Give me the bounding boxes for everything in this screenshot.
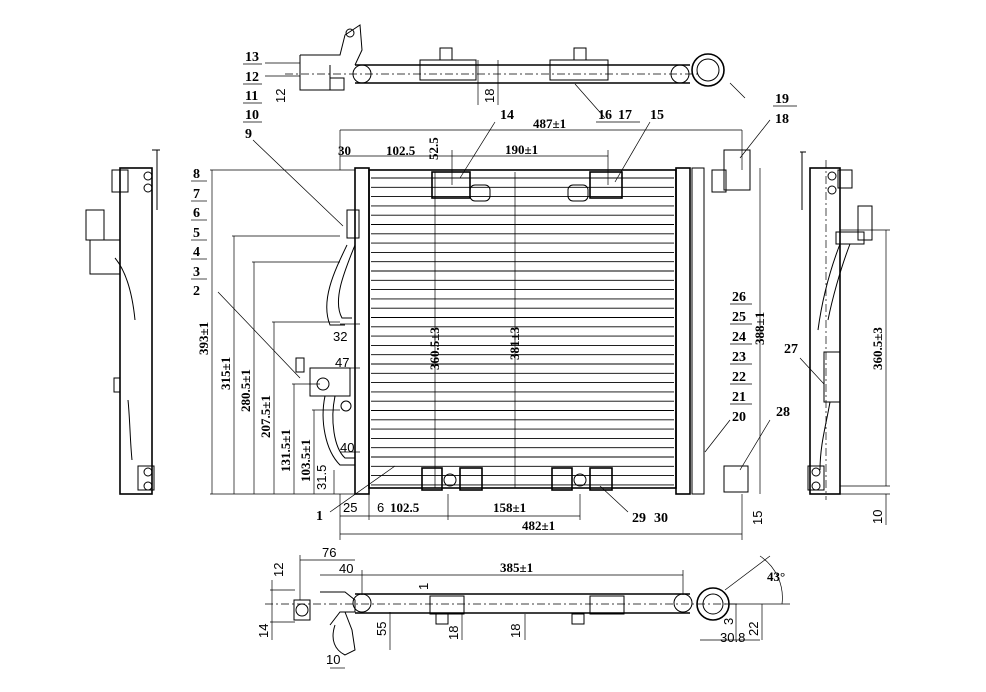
bottom-dim-12: 12 [271, 563, 286, 577]
dim-487: 487±1 [533, 116, 566, 131]
bottom-dim-10: 10 [326, 652, 340, 667]
part-24: 24 [732, 330, 746, 345]
side-dim-10: 10 [870, 510, 885, 524]
dim-207-5: 207.5±1 [258, 395, 273, 438]
part-26: 26 [732, 290, 746, 305]
bottom-angle-43: 43° [767, 569, 785, 584]
part-27: 27 [784, 342, 798, 357]
part-18: 18 [775, 112, 789, 127]
dim-102-5-top: 102.5 [386, 143, 416, 158]
part-8: 8 [193, 167, 200, 182]
dim-190: 190±1 [505, 142, 538, 157]
top-dim-18: 18 [482, 89, 497, 103]
part-13: 13 [245, 50, 259, 65]
part-15: 15 [650, 108, 664, 123]
dim-158: 158±1 [493, 500, 526, 515]
part-25: 25 [732, 310, 746, 325]
part-11: 11 [245, 89, 258, 104]
bottom-dim-3: 3 [721, 618, 736, 625]
part-1: 1 [316, 509, 323, 524]
part-16: 16 [598, 108, 612, 123]
part-5: 5 [193, 226, 200, 241]
dim-32: 32 [333, 329, 347, 344]
dim-31-5: 31.5 [314, 465, 329, 490]
dim-360-5-core: 360.5±3 [427, 327, 442, 370]
dim-103-5: 103.5±1 [298, 439, 313, 482]
part-22: 22 [732, 370, 746, 385]
dim-15: 15 [750, 511, 765, 525]
dim-393: 393±1 [196, 322, 211, 355]
dim-381: 381±3 [507, 326, 522, 360]
dim-280-5: 280.5±1 [238, 369, 253, 412]
dim-102-5-bottom: 102.5 [390, 500, 420, 515]
dim-6: 6 [377, 500, 384, 515]
part-3: 3 [193, 265, 200, 280]
part-14: 14 [500, 108, 514, 123]
top-view [265, 24, 746, 119]
bottom-dim-1: 1 [416, 583, 431, 590]
part-30: 30 [654, 511, 668, 526]
part-20: 20 [732, 410, 746, 425]
dim-131-5: 131.5±1 [278, 429, 293, 472]
dim-482: 482±1 [522, 518, 555, 533]
front-view [210, 119, 771, 540]
part-6: 6 [193, 206, 200, 221]
part-9: 9 [245, 127, 252, 142]
top-dim-12: 12 [273, 89, 288, 103]
left-side-view [85, 149, 160, 495]
bottom-dim-18a: 18 [446, 626, 461, 640]
dim-315: 315±1 [218, 357, 233, 390]
bottom-dim-76: 76 [322, 545, 336, 560]
part-7: 7 [193, 187, 200, 202]
part-17: 17 [618, 108, 632, 123]
part-10: 10 [245, 108, 259, 123]
dim-52-5: 52.5 [426, 137, 441, 160]
bottom-view [265, 555, 790, 669]
dim-25: 25 [343, 500, 357, 515]
side-dim-360-5: 360.5±3 [870, 327, 885, 370]
bottom-dim-40: 40 [339, 561, 353, 576]
part-29: 29 [632, 511, 646, 526]
dim-40-front: 40 [340, 440, 354, 455]
core-fins [371, 177, 674, 486]
part-12: 12 [245, 70, 259, 85]
bottom-dim-14: 14 [256, 624, 271, 638]
dim-388: 388±1 [752, 312, 767, 345]
part-4: 4 [193, 245, 200, 260]
right-side-view [799, 151, 890, 525]
part-28: 28 [776, 405, 790, 420]
bottom-dim-18b: 18 [508, 624, 523, 638]
bottom-dim-385: 385±1 [500, 560, 533, 575]
part-labels: 13 12 11 10 9 8 7 6 5 4 3 2 1 14 15 16 1… [191, 50, 798, 526]
bottom-dim-55: 55 [374, 622, 389, 636]
part-2: 2 [193, 284, 200, 299]
part-19: 19 [775, 92, 789, 107]
bottom-dim-30-8: 30.8 [720, 630, 745, 645]
dim-47: 47 [335, 355, 349, 370]
bottom-dim-22: 22 [746, 622, 761, 636]
dim-30: 30 [338, 143, 351, 158]
part-23: 23 [732, 350, 746, 365]
part-21: 21 [732, 390, 746, 405]
